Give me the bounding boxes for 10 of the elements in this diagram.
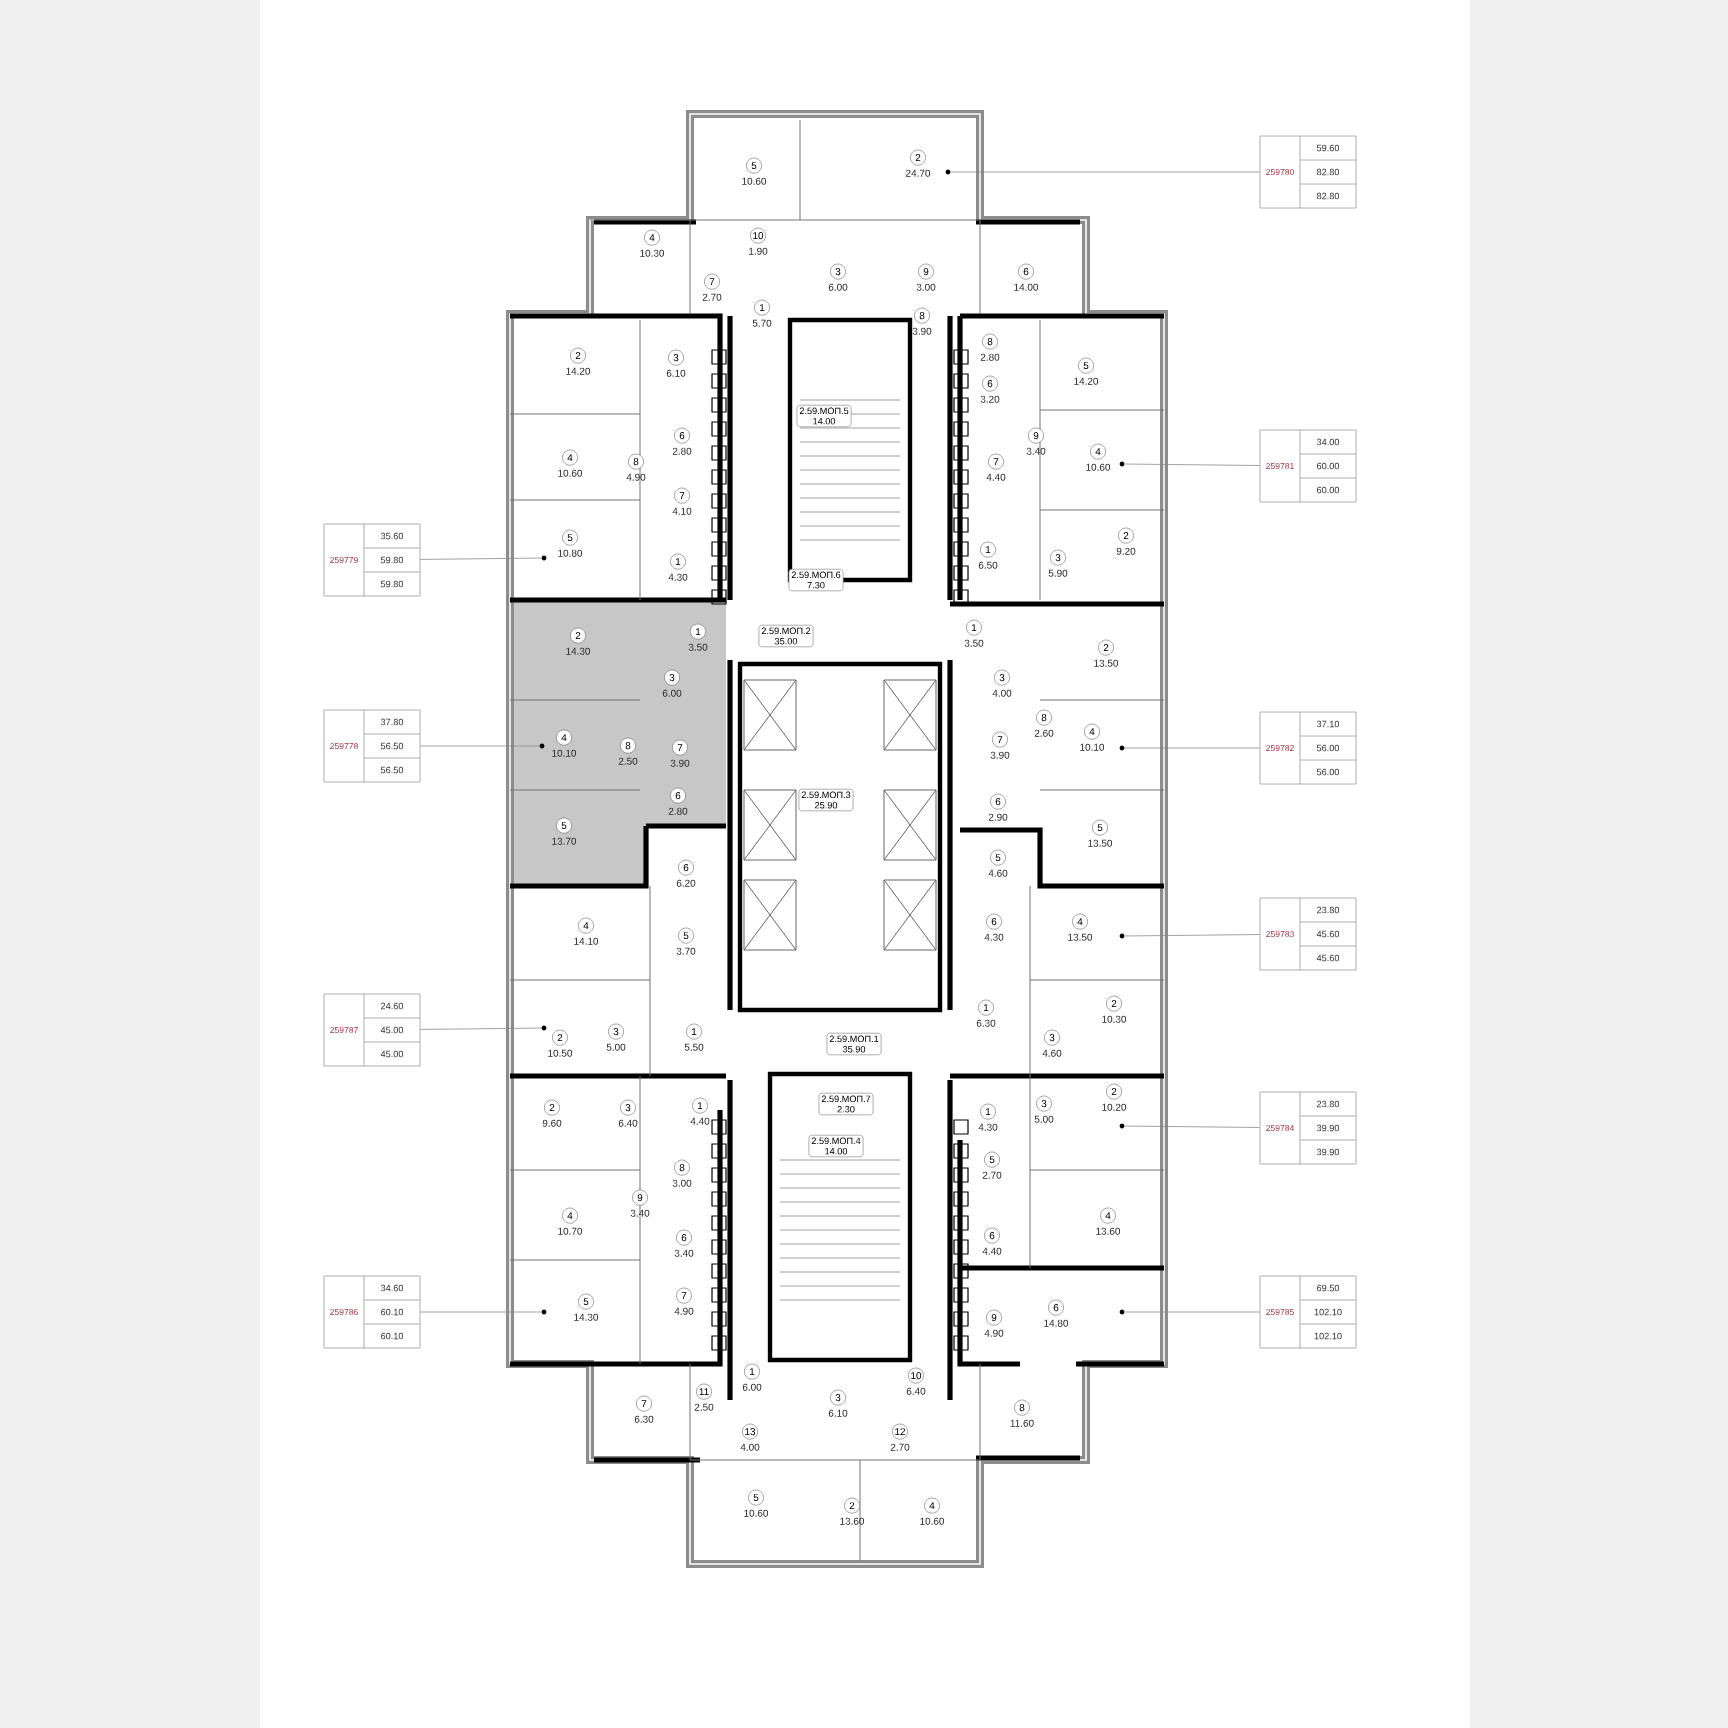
leader-line	[1124, 1311, 1260, 1313]
leader-line	[950, 171, 1260, 173]
leader-line	[420, 557, 542, 560]
leader-line	[1124, 747, 1260, 749]
leader-line	[420, 745, 540, 747]
leader-line	[1124, 1125, 1260, 1128]
leader-line	[1124, 463, 1260, 466]
leader-line	[420, 1311, 542, 1313]
leader-line	[1124, 934, 1260, 937]
leader-line	[420, 1027, 542, 1030]
